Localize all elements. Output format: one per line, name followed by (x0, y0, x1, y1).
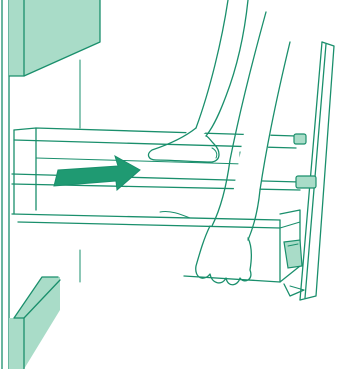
rail-knob-upper (294, 134, 306, 144)
right-door-panel (300, 42, 334, 300)
upper-drawer-panel (9, 0, 100, 76)
rail-knob-lower (296, 176, 316, 188)
drawer-handle (284, 240, 302, 268)
lower-drawer-panel (9, 277, 60, 369)
hand-icon (149, 0, 248, 162)
cabinet-left-wall (2, 0, 9, 369)
